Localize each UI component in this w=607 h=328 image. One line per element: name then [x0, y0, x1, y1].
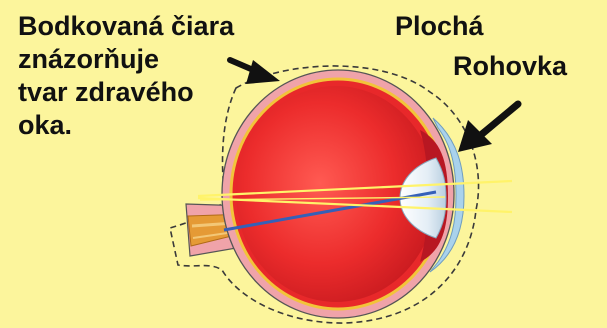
description-label: Bodkovaná čiara znázorňuje tvar zdravého…	[18, 10, 234, 142]
cornea-label: Rohovka	[453, 50, 567, 83]
description-line-2: znázorňuje	[18, 43, 234, 76]
cornea-pointer-arrow	[458, 104, 518, 152]
flat-label: Plochá	[395, 10, 484, 43]
outline-pointer-arrow	[230, 60, 280, 84]
description-line-3: tvar zdravého	[18, 76, 234, 109]
description-line-4: oka.	[18, 109, 234, 142]
description-line-1: Bodkovaná čiara	[18, 10, 234, 43]
